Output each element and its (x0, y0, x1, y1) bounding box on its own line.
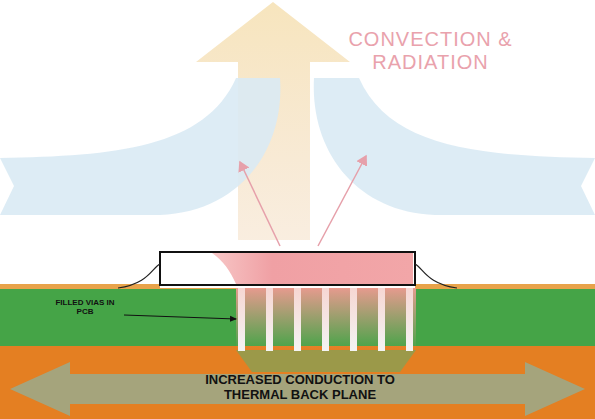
component-outline (160, 252, 415, 285)
airflow-arrow (314, 78, 595, 215)
conduction-arrow (10, 362, 585, 416)
airflow-arrow (0, 78, 280, 215)
component-body (160, 252, 415, 285)
heat-gradient (236, 288, 416, 350)
filled-via (238, 287, 413, 351)
leader-arrow (124, 315, 236, 319)
annotation-text: CONVECTION & RADIATION (338, 28, 523, 74)
caption-text: INCREASED CONDUCTION TO THERMAL BACK PLA… (180, 373, 420, 403)
component-lead (118, 264, 160, 288)
component-die (212, 253, 413, 284)
radiation-arrow (318, 156, 366, 246)
thermal-back-plane (0, 345, 595, 419)
radiation-arrow (240, 162, 280, 246)
callout-label: FILLED VIAS IN PCB (50, 298, 120, 316)
heat-gradient (236, 350, 416, 372)
component-lead (415, 264, 457, 288)
